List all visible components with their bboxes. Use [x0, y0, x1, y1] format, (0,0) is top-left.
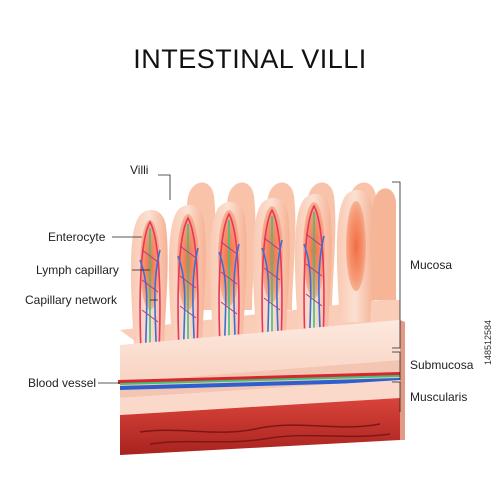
vessel-network — [139, 204, 325, 373]
label-villi: Villi — [130, 163, 149, 177]
vein — [119, 378, 401, 390]
submucosa-lower — [120, 380, 400, 415]
mucosa-block — [120, 320, 400, 382]
label-capillary-network: Capillary network — [25, 293, 118, 307]
lymph-vessel — [119, 375, 401, 385]
label-muscularis: Muscularis — [410, 390, 468, 404]
label-blood-vessel: Blood vessel — [28, 376, 97, 390]
stock-id: 148512584 — [483, 319, 493, 365]
label-enterocyte: Enterocyte — [48, 230, 106, 244]
muscularis-layer — [120, 398, 400, 455]
label-submucosa: Submucosa — [410, 358, 474, 372]
diagram-title: INTESTINAL VILLI — [133, 44, 367, 74]
label-mucosa: Mucosa — [410, 258, 453, 272]
leader-lines — [98, 174, 401, 412]
artery — [117, 372, 401, 384]
label-lymph-capillary: Lymph capillary — [36, 263, 119, 277]
